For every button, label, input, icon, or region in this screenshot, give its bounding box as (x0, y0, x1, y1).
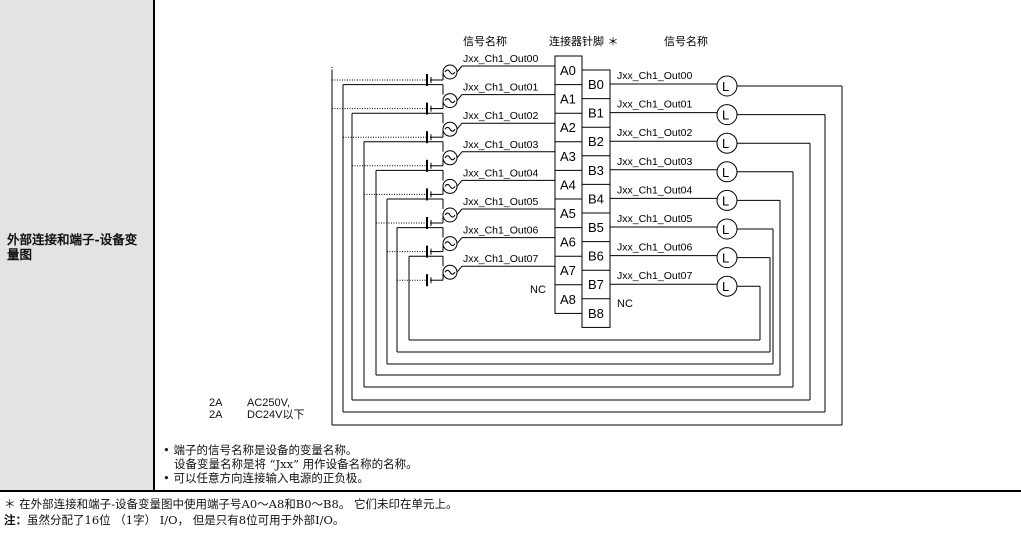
signal-wire (456, 208, 463, 216)
pin-label-a: A0 (560, 63, 576, 78)
signal-wire (456, 94, 463, 101)
note-line: • 端子的信号名称是设备的变量名称。 (163, 443, 358, 457)
pin-label-b: B7 (588, 277, 604, 292)
left-signal-name: Jxx_Ch1_Out01 (463, 82, 538, 94)
right-signal-name: Jxx_Ch1_Out02 (617, 127, 692, 139)
signal-wire (456, 265, 463, 273)
signal-wire (456, 180, 463, 187)
pin-label-a: A5 (560, 206, 576, 221)
connector-block-a (554, 55, 583, 314)
pin-label-a: A6 (560, 235, 576, 250)
note-line: 设备变量名称是将 “Jxx” 用作设备名称的名称。 (174, 457, 418, 471)
row-label: 外部连接和端子-设备变量图 (7, 232, 138, 262)
diagram-notes: • 端子的信号名称是设备的变量名称。 设备变量名称是将 “Jxx” 用作设备名称… (163, 443, 418, 485)
sine-wave-icon (444, 241, 456, 247)
footnote-star: ＊ 在外部连接和端子-设备变量图中使用端子号A0～A8和B0～B8。 它们未印在… (4, 497, 458, 511)
pin-label-a: A3 (560, 149, 576, 164)
right-signal-name: Jxx_Ch1_Out00 (617, 70, 692, 82)
sine-wave-icon (444, 183, 456, 189)
left-signal-name: Jxx_Ch1_Out05 (463, 196, 538, 208)
note-text: 虽然分配了16位 （1字） I/O， 但是只有8位可用于外部I/O。 (27, 513, 345, 527)
signal-wire (456, 151, 463, 159)
left-signal-name: Jxx_Ch1_Out07 (463, 253, 538, 265)
power-spec: 2A AC250V, 2A DC24V以下 (209, 397, 304, 421)
header-right-signal-name: 信号名称 (664, 34, 708, 48)
left-signal-name: Jxx_Ch1_Out04 (463, 167, 538, 179)
sine-wave-icon (444, 98, 456, 104)
pin-label-b: B8 (588, 306, 604, 321)
connector-block-b (581, 69, 611, 328)
right-signal-name: Jxx_Ch1_Out07 (617, 270, 692, 282)
nc-label-b: NC (617, 298, 633, 310)
pin-label-b: B2 (588, 134, 604, 149)
spec-current-1: 2A (209, 397, 223, 409)
load-label: L (722, 193, 729, 208)
pin-label-b: B1 (588, 106, 604, 121)
spec-voltage-2: DC24V以下 (247, 409, 305, 421)
sine-wave-icon (444, 212, 456, 218)
load-label: L (722, 79, 729, 94)
pin-label-a: A2 (560, 120, 576, 135)
sine-wave-icon (444, 126, 456, 132)
spec-voltage-1: AC250V, (247, 397, 291, 409)
footnotes: ＊ 在外部连接和端子-设备变量图中使用端子号A0～A8和B0～B8。 它们未印在… (4, 496, 457, 528)
signal-wire (456, 237, 463, 244)
pin-label-a: A7 (560, 263, 576, 278)
spec-current-2: 2A (209, 409, 223, 421)
pin-label-a: A4 (560, 177, 576, 192)
signal-wire (456, 122, 463, 130)
right-signal-name: Jxx_Ch1_Out06 (617, 242, 692, 254)
footnote-note: 注：虽然分配了16位 （1字） I/O， 但是只有8位可用于外部I/O。 (4, 512, 457, 528)
load-label: L (722, 165, 729, 180)
pin-label-b: B3 (588, 163, 604, 178)
header-left-signal-name: 信号名称 (463, 34, 507, 48)
header-connector-pin: 连接器针脚 ＊ (549, 34, 619, 48)
pin-label-b: B5 (588, 220, 604, 235)
load-label: L (722, 108, 729, 123)
load-label: L (722, 279, 729, 294)
left-signal-name: Jxx_Ch1_Out06 (463, 225, 538, 237)
note-prefix: 注： (4, 513, 27, 527)
load-label: L (722, 136, 729, 151)
right-signal-name: Jxx_Ch1_Out04 (617, 184, 692, 196)
pin-label-a: A8 (560, 292, 576, 307)
left-signal-name: Jxx_Ch1_Out03 (463, 139, 538, 151)
sine-wave-icon (444, 155, 456, 161)
nc-label-a: NC (530, 284, 546, 296)
right-signal-name: Jxx_Ch1_Out03 (617, 156, 692, 168)
right-signal-name: Jxx_Ch1_Out01 (617, 99, 692, 111)
load-label: L (722, 251, 729, 266)
left-signal-name: Jxx_Ch1_Out02 (463, 110, 538, 122)
load-label: L (722, 222, 729, 237)
left-signal-name: Jxx_Ch1_Out00 (463, 53, 538, 65)
pin-label-b: B4 (588, 191, 604, 206)
signal-wire (456, 65, 463, 73)
table-row: 外部连接和端子-设备变量图 (0, 0, 1021, 492)
note-line: • 可以任意方向连接输入电源的正负极。 (163, 471, 369, 485)
right-signal-name: Jxx_Ch1_Out05 (617, 213, 692, 225)
pin-label-a: A1 (560, 92, 576, 107)
pin-label-b: B6 (588, 249, 604, 264)
sine-wave-icon (444, 69, 456, 75)
sine-wave-icon (444, 269, 456, 275)
row-label-cell: 外部连接和端子-设备变量图 (0, 0, 155, 490)
pin-label-b: B0 (588, 77, 604, 92)
